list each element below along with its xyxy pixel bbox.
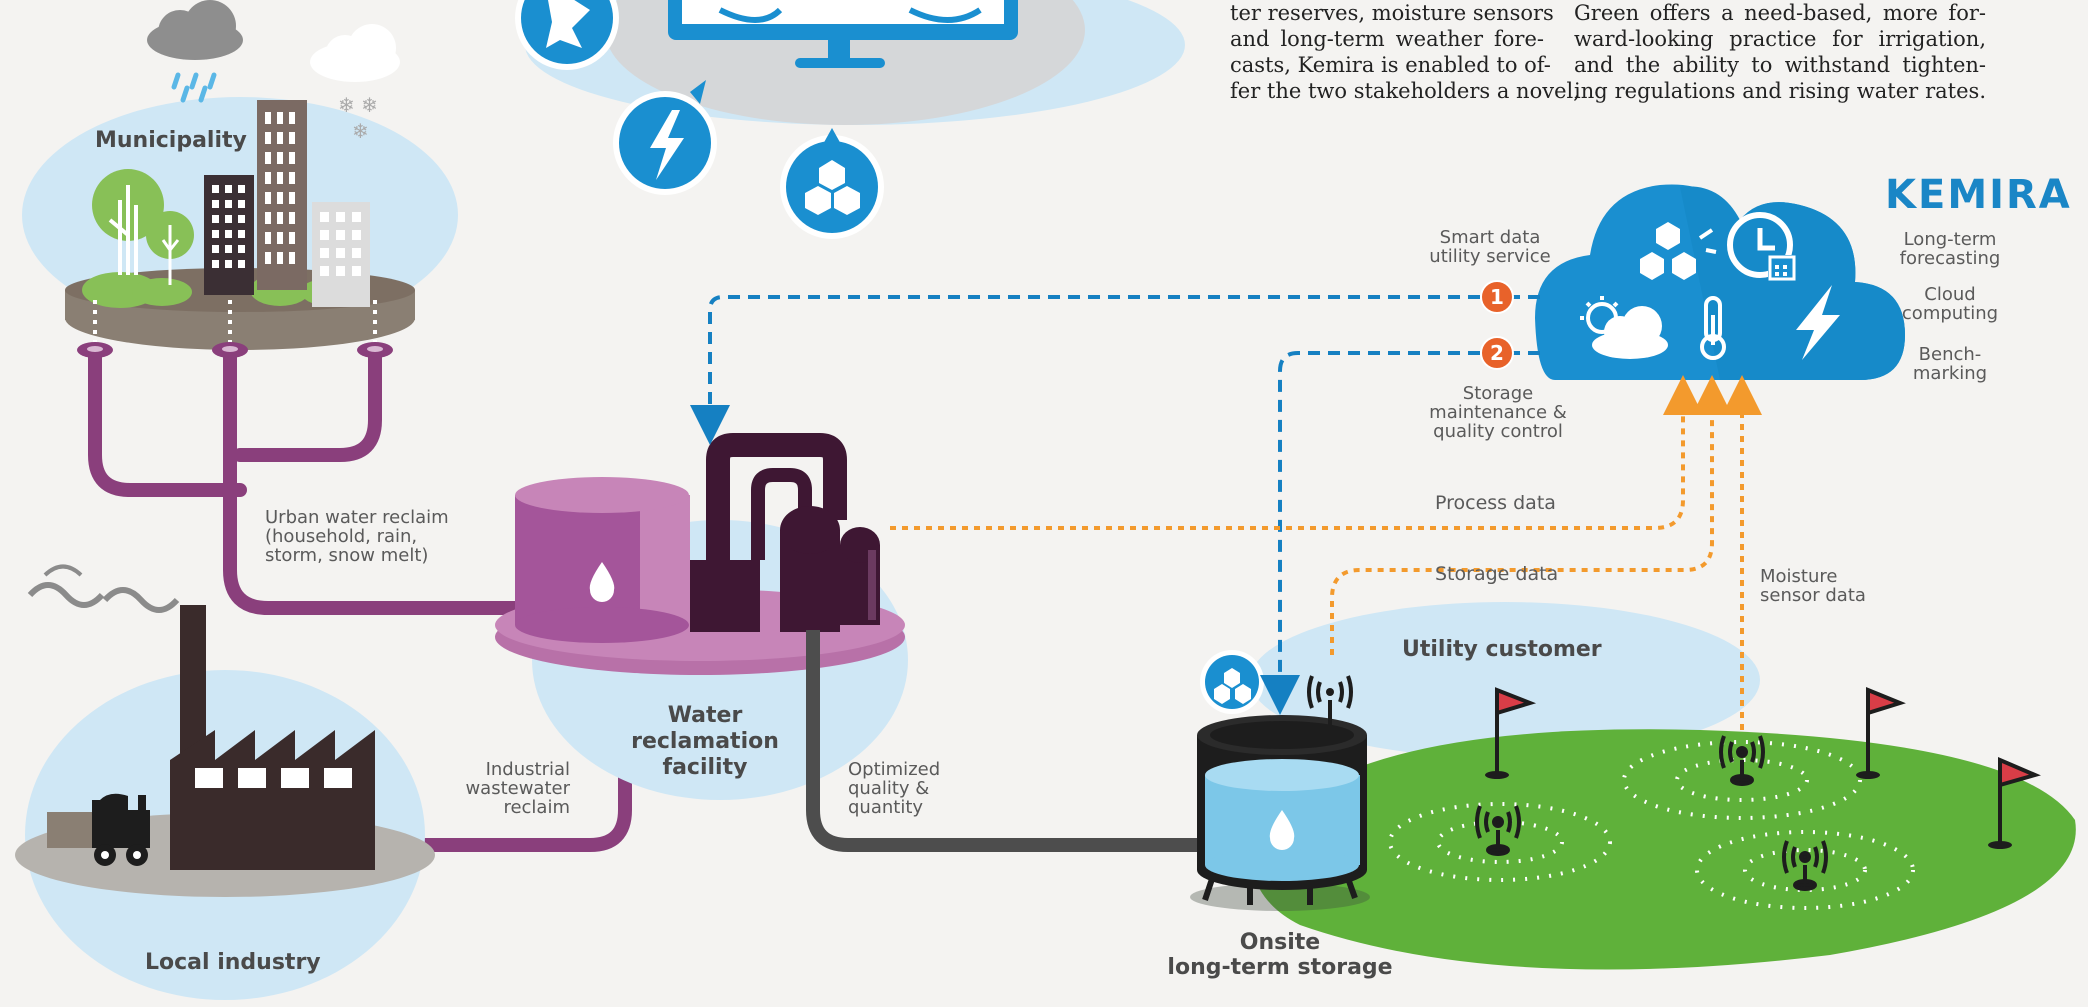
- monitor-group: [515, 0, 1185, 125]
- storage-data-label: Storage data: [1435, 563, 1559, 585]
- step-1-badge: [1480, 280, 1514, 314]
- service-cloud-label: Cloud computing: [1901, 284, 1999, 324]
- snow-cloud-icon: ❄ ❄ ❄: [310, 24, 400, 143]
- svg-text:❄ ❄: ❄ ❄: [338, 93, 378, 117]
- article-line: ward-looking practice for irrigation,: [1574, 27, 1986, 51]
- utility-customer-group: [1250, 602, 2076, 970]
- process-data-label: Process data: [1435, 492, 1556, 514]
- smart-data-label: Smart data utility service: [1429, 227, 1551, 267]
- article-line: casts, Kemira is enabled to of-: [1230, 53, 1551, 77]
- moisture-data-label: Moisture sensor data: [1760, 566, 1866, 606]
- molecule-icon: [1640, 222, 1717, 280]
- article-line: ter reserves, moisture sensors: [1230, 1, 1554, 25]
- optimized-pipe: [806, 630, 1210, 852]
- local-industry-group: [15, 564, 435, 1000]
- kemira-cloud: [1535, 184, 1905, 380]
- moisture-sensor-icon: [1475, 805, 1521, 856]
- article-line: fer the two stakeholders a novel,: [1230, 79, 1580, 103]
- lightning-bubble-icon: [613, 80, 717, 195]
- urban-reclaim-label: Urban water reclaim (household, rain, st…: [265, 507, 449, 566]
- sun-cloud-icon: [1580, 296, 1668, 359]
- urban-reclaim-pipes: [88, 348, 632, 852]
- golf-flag-icon: [1988, 756, 2041, 849]
- onsite-storage-label: Onsite long-term storage: [1167, 930, 1393, 980]
- svg-text:❄: ❄: [352, 119, 369, 143]
- industrial-reclaim-label: Industrial wastewater reclaim: [465, 759, 570, 818]
- rain-cloud-icon: [147, 0, 243, 103]
- kemira-logo: KEMIRA: [1885, 172, 2072, 218]
- service-benchmarking-label: Bench- marking: [1912, 344, 1988, 384]
- onsite-storage-group: [1190, 650, 1370, 911]
- pipe-cap-holes: [87, 346, 383, 352]
- molecule-bubble-icon: [780, 128, 884, 239]
- moisture-sensor-icon: [1782, 840, 1828, 891]
- article-line: Green offers a need-based, more for-: [1574, 1, 1986, 25]
- article-line: ing regulations and rising water rates.: [1574, 79, 1986, 103]
- storage-maintenance-label: Storage maintenance & quality control: [1429, 383, 1567, 442]
- article-line: and long-term weather fore-: [1230, 27, 1544, 51]
- optimized-label: Optimized quality & quantity: [848, 759, 941, 818]
- article-line: and the ability to withstand tighten-: [1574, 53, 1986, 77]
- article-column-left: ter reserves, moisture sensors and long-…: [1230, 0, 1580, 104]
- lightning-icon: [1796, 285, 1840, 360]
- service-forecasting-label: Long-term forecasting: [1899, 229, 2001, 269]
- blue-dashed-connectors: [690, 295, 1540, 715]
- utility-customer-label: Utility customer: [1402, 637, 1602, 662]
- orange-data-flows: [890, 375, 1762, 730]
- golf-flag-icon: [1856, 687, 1906, 779]
- step-2-badge: [1480, 336, 1514, 370]
- moisture-sensor-icon: [1719, 735, 1765, 786]
- local-industry-label: Local industry: [145, 950, 321, 975]
- municipality-label: Municipality: [95, 128, 247, 153]
- article-column-right: Green offers a need-based, more for- war…: [1574, 0, 1986, 104]
- clock-calendar-icon: [1727, 212, 1796, 281]
- thermometer-icon: [1700, 296, 1726, 360]
- water-facility-label: Water reclamation facility: [631, 703, 779, 780]
- municipality-group: ❄ ❄ ❄: [22, 0, 458, 350]
- golf-flag-icon: [1485, 687, 1537, 779]
- water-facility-group: [495, 433, 908, 800]
- step-2-number: 2: [1490, 341, 1504, 365]
- step-1-number: 1: [1490, 285, 1504, 309]
